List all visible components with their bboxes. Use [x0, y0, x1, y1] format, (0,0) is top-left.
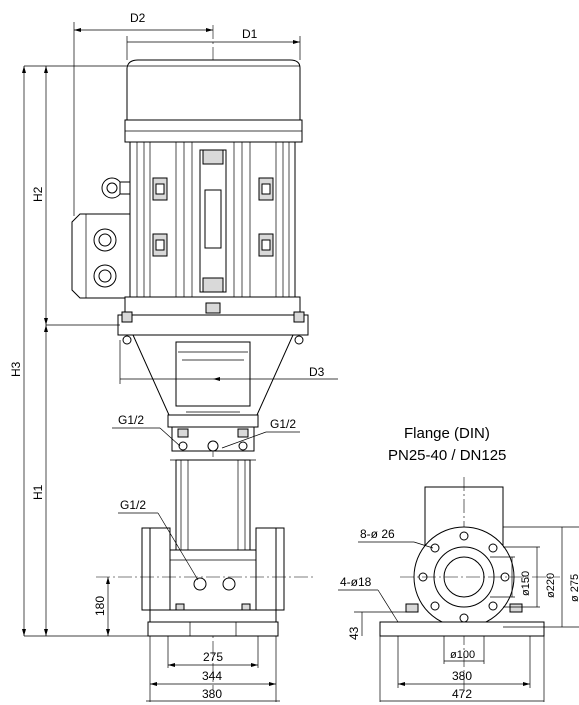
dim-180 [106, 577, 110, 636]
label-d3: D3 [309, 365, 325, 379]
pump-base-chamber [141, 527, 285, 613]
motor-fan-cover [124, 59, 303, 143]
label-f380: 380 [452, 669, 472, 683]
label-380: 380 [202, 687, 222, 701]
coupling-lantern [132, 334, 294, 416]
flange-dims [338, 526, 579, 702]
pump-sleeve [175, 459, 251, 551]
label-d1: D1 [242, 27, 258, 41]
label-phi275: ø 275 [569, 574, 579, 602]
label-d2: D2 [130, 11, 146, 25]
label-h3: H3 [9, 361, 23, 377]
lifting-ring-icon [101, 177, 131, 199]
label-phi150: ø150 [520, 571, 532, 596]
dim-d3 [119, 340, 338, 384]
flange-subtitle: PN25-40 / DN125 [388, 447, 506, 464]
dim-d2 [73, 22, 213, 216]
label-h2: H2 [31, 186, 45, 202]
motor-flange [117, 296, 309, 345]
label-holes: 4-ø18 [340, 575, 372, 589]
dim-bottom [146, 636, 280, 702]
label-275: 275 [203, 650, 223, 664]
baseplate [147, 609, 279, 637]
flange-title: Flange (DIN) [404, 425, 490, 442]
label-g-lower: G1/2 [120, 498, 146, 512]
flange-view [379, 477, 560, 690]
motor-body [129, 141, 296, 298]
label-bolts: 8-ø 26 [360, 527, 395, 541]
dim-h [22, 65, 300, 637]
label-phi100: ø100 [450, 649, 475, 661]
label-phi220: ø220 [545, 573, 557, 598]
label-g-top-right: G1/2 [270, 417, 296, 431]
terminal-box [71, 213, 131, 299]
label-43: 43 [347, 626, 361, 640]
label-344: 344 [202, 669, 222, 683]
pump-head [167, 414, 259, 461]
label-h1: H1 [31, 484, 45, 500]
label-f472: 472 [452, 687, 472, 701]
dim-d1 [126, 36, 301, 60]
label-g-top-left: G1/2 [118, 413, 144, 427]
label-180: 180 [93, 596, 107, 616]
g-leaders [112, 427, 300, 581]
